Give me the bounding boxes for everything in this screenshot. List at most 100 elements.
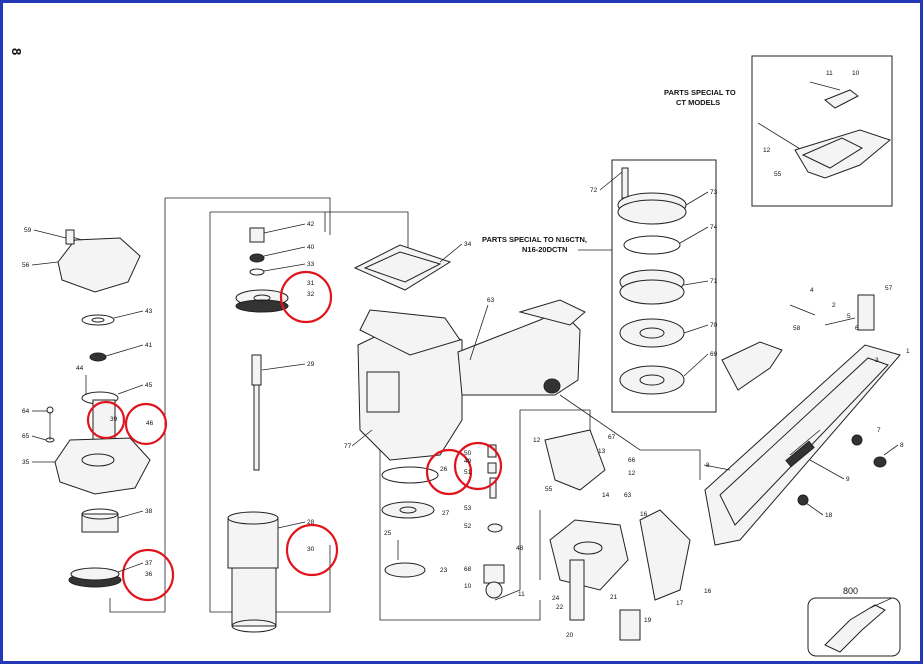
callout: 59 [24, 227, 32, 234]
callout: 12 [628, 470, 636, 477]
callout: 53 [464, 505, 472, 512]
callout: 3 [875, 357, 879, 364]
callout: 44 [76, 365, 84, 372]
callout: 16 [704, 588, 712, 595]
callout: 45 [145, 382, 153, 389]
callout: 8 [900, 442, 904, 449]
callout: 58 [793, 325, 801, 332]
callout: 32 [307, 291, 315, 298]
n16-note-line2: N16-20DCTN [522, 245, 567, 254]
callout: 63 [624, 492, 632, 499]
callout: 7 [877, 427, 881, 434]
callout: 74 [710, 224, 718, 231]
callout: 55 [545, 486, 553, 493]
callout: 9 [846, 476, 850, 483]
callout: 28 [307, 519, 315, 526]
callout: 63 [487, 297, 495, 304]
callout: 35 [22, 459, 30, 466]
callout: 16 [640, 511, 648, 518]
callout: 41 [145, 342, 153, 349]
callout: 27 [442, 510, 450, 517]
callout: 5 [847, 313, 851, 320]
callout: 70 [710, 322, 718, 329]
callout: 67 [608, 434, 616, 441]
callout: 29 [307, 361, 315, 368]
callout: 37 [145, 560, 153, 567]
callout: 13 [598, 448, 606, 455]
callout: 48 [516, 545, 524, 552]
n16-note-line1: PARTS SPECIAL TO N16CTN, [482, 235, 587, 244]
accessory-800 [807, 597, 901, 657]
callout: 34 [464, 241, 472, 248]
callout: 73 [710, 189, 718, 196]
callout: 65 [22, 433, 30, 440]
callout: 40 [307, 244, 315, 251]
routing-lines [109, 197, 701, 621]
callout: 42 [307, 221, 315, 228]
callout: 21 [610, 594, 618, 601]
magazine-assembly [544, 294, 901, 641]
callout: 24 [552, 595, 560, 602]
ct-models-note-line1: PARTS SPECIAL TO [664, 88, 736, 97]
piston-assembly [227, 227, 289, 633]
callout: 30 [307, 546, 315, 553]
highlight-46 [124, 402, 168, 446]
ct-models-box [751, 55, 893, 207]
callout: 50 [464, 450, 472, 457]
callout: 25 [384, 530, 392, 537]
callout: 46 [146, 420, 154, 427]
page-number: 8 [9, 48, 24, 55]
callout: 17 [676, 600, 684, 607]
callout: 10 [464, 583, 472, 590]
callout: 4 [810, 287, 814, 294]
highlight-50-51 [453, 441, 503, 491]
leader-lines [31, 171, 899, 573]
callout: 43 [145, 308, 153, 315]
callout: 11 [518, 591, 525, 598]
callout: 20 [566, 632, 574, 639]
callout: 14 [602, 492, 610, 499]
n16-special-parts [611, 159, 717, 413]
callout: 11 [826, 70, 833, 77]
callout: 26 [440, 466, 448, 473]
highlight-39 [86, 400, 126, 440]
callout: 38 [145, 508, 153, 515]
ct-models-note-line2: CT MODELS [676, 98, 720, 107]
highlight-37-36 [121, 548, 175, 602]
highlight-31-32 [279, 270, 333, 324]
callout: 64 [22, 408, 30, 415]
callout: 31 [307, 280, 315, 287]
callout: 19 [644, 617, 652, 624]
callout: 51 [464, 469, 472, 476]
callout: 69 [710, 351, 718, 358]
callout: 72 [590, 187, 598, 194]
callout: 68 [464, 566, 472, 573]
callout: 66 [628, 457, 636, 464]
callout: 6 [855, 325, 859, 332]
highlight-30 [285, 523, 339, 577]
callout: 1 [906, 348, 910, 355]
callout: 39 [110, 416, 118, 423]
callout: 49 [464, 458, 472, 465]
callout: 77 [344, 443, 352, 450]
callout: 55 [774, 171, 782, 178]
callout: 57 [885, 285, 893, 292]
callout: 56 [22, 262, 30, 269]
accessory-800-label: 800 [843, 586, 858, 596]
callout: 10 [852, 70, 860, 77]
callout: 12 [533, 437, 541, 444]
callout: 2 [832, 302, 836, 309]
callout-labels: 59 56 43 41 44 45 39 46 64 65 35 38 37 3… [22, 70, 910, 639]
highlight-circles [86, 270, 503, 602]
highlight-26 [425, 448, 473, 496]
housing-assembly [353, 244, 586, 599]
callout: 33 [307, 261, 315, 268]
callout: 36 [145, 571, 153, 578]
callout: 12 [763, 147, 771, 154]
callout: 52 [464, 523, 472, 530]
callout: 23 [440, 567, 448, 574]
callout: 71 [710, 278, 718, 285]
cap-assembly [45, 229, 151, 588]
